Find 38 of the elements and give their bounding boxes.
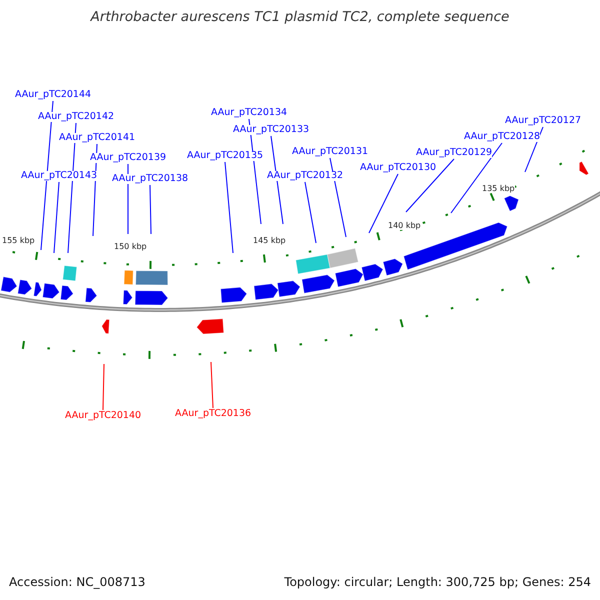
leader-line — [450, 142, 502, 214]
scale-label: 140 kbp — [388, 222, 421, 230]
leader-line — [150, 184, 152, 234]
leader-line — [68, 122, 76, 254]
scale-label: 135 kbp — [482, 185, 515, 193]
leader-line — [210, 362, 214, 408]
leader-line — [270, 136, 284, 224]
leader-line — [102, 364, 104, 410]
gene-label: AAur_pTC20144 — [15, 90, 92, 100]
gene-label: AAur_pTC20133 — [233, 125, 310, 134]
gene-label: AAur_pTC20129 — [416, 148, 492, 158]
leader-line — [54, 182, 60, 254]
leader-line — [330, 158, 346, 238]
gene-label: AAur_pTC20127 — [505, 116, 582, 126]
gene-label: AAur_pTC20138 — [112, 174, 188, 184]
summary-text: Topology: circular; Length: 300,725 bp; Genes: 254 — [284, 576, 591, 588]
scale-label: 150 kbp — [114, 243, 147, 251]
gene-label: AAur_pTC20135 — [187, 151, 264, 160]
leader-line — [406, 158, 454, 212]
gene-label: AAur_pTC20139 — [90, 153, 166, 162]
scale-label: 145 kbp — [253, 237, 286, 245]
gene-label: AAur_pTC20136 — [175, 409, 252, 418]
gene-label: AAur_pTC20142 — [38, 112, 114, 122]
leader-line — [304, 182, 316, 244]
leader-line — [224, 162, 234, 254]
gene-label: AAur_pTC20143 — [21, 171, 98, 180]
gene-label: AAur_pTC20141 — [59, 133, 136, 142]
gene-label: AAur_pTC20132 — [267, 171, 344, 180]
accession-text: Accession: NC_008713 — [9, 576, 146, 588]
gene-label: AAur_pTC20130 — [360, 163, 436, 172]
gene-label: AAur_pTC20128 — [464, 132, 540, 142]
gene-label: AAur_pTC20134 — [211, 108, 288, 118]
leader-line — [368, 174, 398, 234]
leader-line — [524, 126, 544, 172]
gene-label: AAur_pTC20131 — [292, 147, 368, 156]
gene-label: AAur_pTC20140 — [65, 411, 142, 420]
scale-label: 155 kbp — [2, 237, 35, 245]
leader-line — [40, 100, 54, 250]
